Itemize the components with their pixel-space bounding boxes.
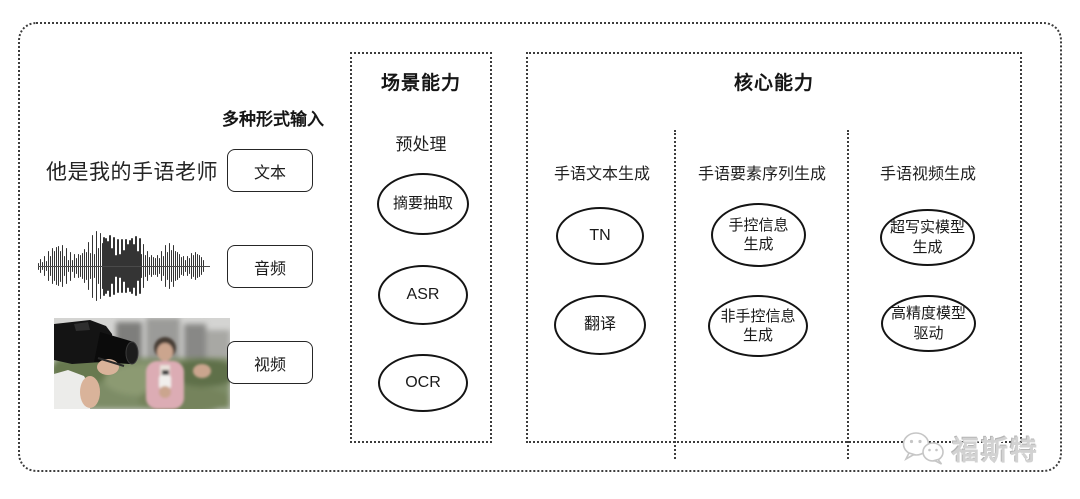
waveform-bar — [67, 259, 70, 273]
input-box-text: 文本 — [227, 149, 313, 192]
core-capability-title: 核心能力 — [733, 73, 814, 94]
scene-capability-box: 场景能力 预处理 摘要抽取 ASR OCR — [350, 52, 492, 443]
waveform-bar — [176, 251, 179, 281]
waveform-bar — [170, 249, 173, 283]
preprocessing-label: 预处理 — [395, 135, 447, 154]
node-non-manual-info-generation: 非手控信息 生成 — [708, 295, 808, 357]
node-tn: TN — [556, 207, 644, 265]
watermark: 福斯特 — [900, 429, 1039, 468]
waveform-bar — [159, 257, 161, 275]
wechat-icon — [902, 431, 944, 465]
inputs-header: 多种形式输入 — [222, 110, 324, 129]
waveform-bar — [149, 257, 151, 275]
waveform-bar — [133, 244, 135, 288]
scene-capability-title: 场景能力 — [380, 73, 461, 94]
column-header-text-generation: 手语文本生成 — [553, 166, 651, 183]
node-translation: 翻译 — [554, 295, 646, 355]
waveform-bar — [178, 254, 181, 278]
node-high-precision-model-driving: 高精度模型 驱动 — [881, 295, 976, 352]
waveform-bar — [129, 240, 131, 292]
waveform-bar — [196, 254, 199, 278]
text-input-sample: 他是我的手语老师 — [46, 161, 218, 184]
column-divider-2 — [847, 130, 849, 459]
column-header-element-sequence-generation: 手语要素序列生成 — [697, 166, 827, 183]
waveform-bar — [57, 246, 60, 286]
waveform-bar — [77, 254, 79, 278]
waveform-midline — [38, 266, 210, 267]
node-summary-extraction: 摘要抽取 — [377, 173, 469, 235]
waveform-bar — [79, 254, 81, 278]
waveform-bar — [190, 252, 193, 280]
waveform-bar — [85, 252, 87, 280]
column-divider-1 — [674, 130, 676, 459]
waveform-bar — [43, 255, 46, 277]
waveform-bar — [113, 237, 115, 295]
waveform-bar — [95, 231, 97, 301]
waveform-bar — [111, 248, 113, 284]
waveform-bar — [200, 257, 203, 275]
input-box-video: 视频 — [227, 341, 313, 384]
waveform-bar — [131, 238, 133, 294]
diagram-outer-border — [18, 22, 1062, 472]
node-manual-info-generation: 手控信息 生成 — [711, 203, 806, 267]
waveform-bar — [161, 250, 163, 282]
node-asr: ASR — [378, 265, 468, 325]
waveform-bar — [45, 260, 48, 272]
waveform-bar — [121, 239, 123, 293]
node-hyperrealistic-model-generation: 超写实模型 生成 — [880, 209, 975, 266]
waveform-bar — [180, 257, 183, 275]
waveform-bar — [147, 250, 149, 282]
waveform-bar — [186, 255, 189, 277]
node-ocr: OCR — [378, 354, 468, 412]
waveform-bar — [75, 258, 77, 274]
waveform-bar — [145, 255, 147, 277]
waveform-bar — [174, 250, 177, 282]
waveform-bar — [153, 257, 155, 275]
input-box-audio: 音频 — [227, 245, 313, 288]
audio-waveform-icon — [38, 229, 210, 303]
waveform-bar — [47, 251, 50, 281]
waveform-bar — [157, 255, 159, 277]
waveform-bar — [53, 250, 56, 282]
watermark-label: 福斯特 — [952, 436, 1039, 466]
waveform-bar — [127, 243, 129, 289]
video-thumbnail — [54, 318, 230, 409]
column-header-video-generation: 手语视频生成 — [879, 166, 977, 183]
camera-filming-reporter-photo — [54, 318, 230, 409]
waveform-bar — [184, 260, 187, 272]
core-capability-box: 核心能力 手语文本生成 手语要素序列生成 手语视频生成 TN 翻译 手控信息 生… — [526, 52, 1022, 459]
